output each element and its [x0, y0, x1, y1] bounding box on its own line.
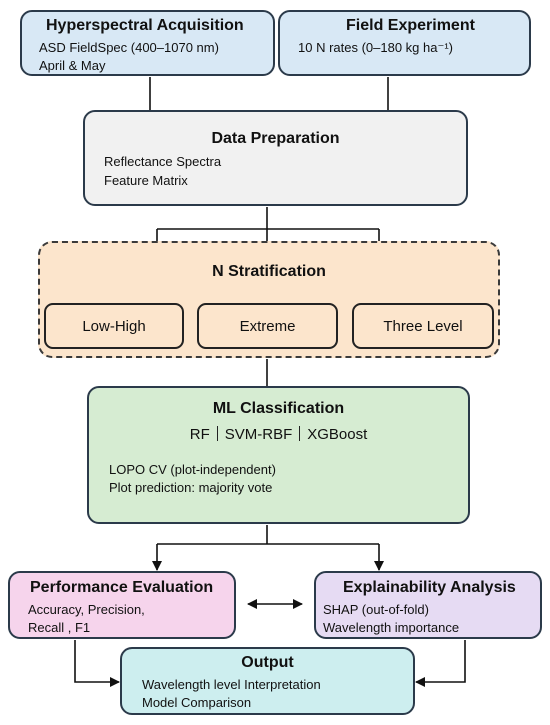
model-rf: RF — [189, 426, 210, 443]
field-title: Field Experiment — [346, 17, 475, 34]
field-n-rates: 10 N rates (0–180 kg ha⁻¹) — [298, 40, 453, 55]
output-box: Output Wavelength level Interpretation M… — [120, 647, 415, 715]
ml-plot-prediction: Plot prediction: majority vote — [109, 480, 273, 495]
output-interpretation: Wavelength level Interpretation — [142, 677, 321, 692]
output-title: Output — [241, 654, 294, 671]
perf-metrics-2: Recall , F1 — [28, 620, 91, 635]
data-preparation-box: Data Preparation Reflectance Spectra Fea… — [83, 110, 468, 206]
model-xgboost: XGBoost — [307, 426, 368, 443]
strat-option-low-high: Low-High — [44, 303, 184, 349]
expl-shap: SHAP (out-of-fold) — [323, 602, 429, 617]
model-separator — [216, 426, 218, 441]
ml-classification-box: ML Classification RF SVM-RBF XGBoost LOPO … — [87, 386, 470, 524]
hyperspectral-acquisition-box: Hyperspectral Acquisition ASD FieldSpec … — [20, 10, 275, 76]
perf-metrics-1: Accuracy, Precision, — [28, 602, 145, 617]
hyperspectral-instrument: ASD FieldSpec (400–1070 nm) — [39, 40, 219, 55]
n-stratification-box: N Stratification Low-High Extreme Three … — [38, 241, 500, 358]
strat-option-extreme: Extreme — [197, 303, 338, 349]
ml-models: RF SVM-RBF XGBoost — [89, 426, 468, 443]
ml-title: ML Classification — [212, 400, 345, 417]
performance-evaluation-box: Performance Evaluation Accuracy, Precisi… — [8, 571, 236, 639]
prep-feature-matrix: Feature Matrix — [104, 173, 188, 188]
hyperspectral-dates: April & May — [39, 58, 106, 73]
arrow-expl-to-output — [415, 640, 466, 687]
model-separator — [299, 426, 301, 441]
arrow-perf-to-output — [74, 640, 120, 687]
prep-title: Data Preparation — [211, 130, 340, 147]
model-svm-rbf: SVM-RBF — [224, 426, 293, 443]
prep-reflectance: Reflectance Spectra — [104, 154, 222, 169]
perf-title: Performance Evaluation — [30, 579, 214, 596]
ml-lopo-cv: LOPO CV (plot-independent) — [109, 462, 276, 477]
expl-title: Explainability Analysis — [343, 579, 516, 596]
explainability-analysis-box: Explainability Analysis SHAP (out-of-fol… — [314, 571, 542, 639]
output-model-comparison: Model Comparison — [142, 695, 252, 710]
strat-option-three-level: Three Level — [352, 303, 494, 349]
field-experiment-box: Field Experiment 10 N rates (0–180 kg ha… — [278, 10, 531, 76]
expl-wavelength-importance: Wavelength importance — [323, 620, 460, 635]
strat-title: N Stratification — [212, 263, 326, 280]
hyperspectral-title: Hyperspectral Acquisition — [46, 17, 244, 34]
